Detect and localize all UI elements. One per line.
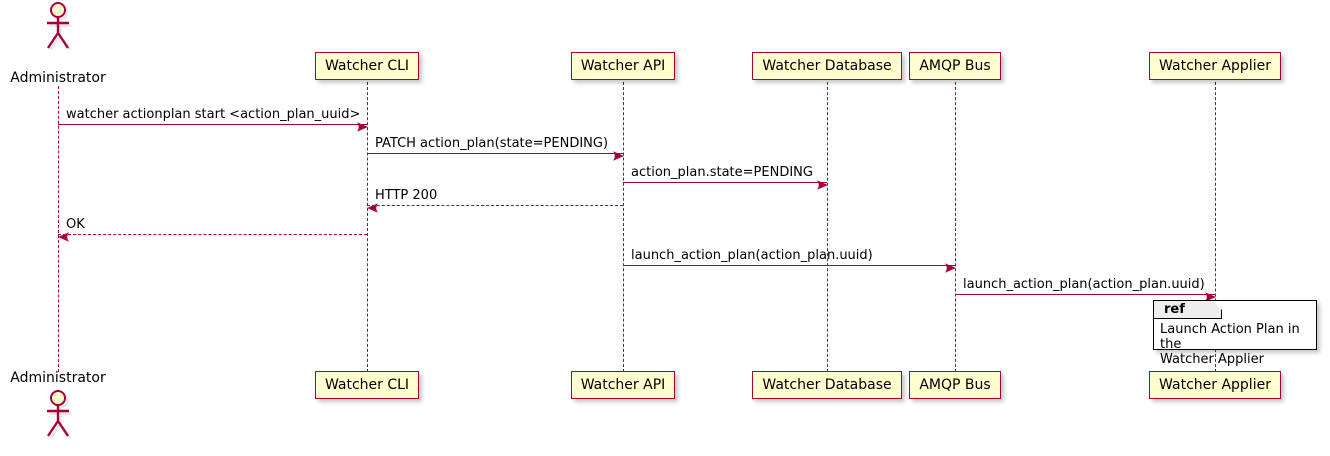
arrow-head: [1204, 288, 1216, 307]
message-line-1: [58, 124, 367, 125]
message-line-5: [58, 234, 367, 235]
actor-label-administrator-top: Administrator: [10, 70, 106, 86]
message-line-3: [623, 182, 827, 183]
participant-label: Watcher Database: [762, 377, 892, 393]
message-label-5: OK: [66, 217, 85, 232]
participant-label: AMQP Bus: [919, 377, 991, 393]
participant-box-amqp-bus-top[interactable]: AMQP Bus: [909, 52, 1001, 80]
participant-label: Watcher Applier: [1159, 58, 1271, 74]
participant-box-watcher-cli-bottom[interactable]: Watcher CLI: [314, 371, 420, 399]
arrow-head: [816, 176, 828, 195]
message-label-2: PATCH action_plan(state=PENDING): [375, 136, 609, 151]
ref-fragment-text: Launch Action Plan in the Watcher Applie…: [1160, 322, 1300, 367]
participant-label: Watcher CLI: [324, 377, 410, 393]
participant-label: Watcher API: [580, 58, 666, 74]
arrow-head: [356, 118, 368, 137]
message-line-4: [367, 205, 623, 206]
actor-figure-administrator-top: [43, 2, 73, 54]
message-line-7: [955, 294, 1215, 295]
message-line-2: [367, 153, 623, 154]
actor-label-administrator-bottom: Administrator: [10, 370, 106, 386]
participant-box-watcher-database-bottom[interactable]: Watcher Database: [752, 371, 902, 399]
participant-box-watcher-cli-top[interactable]: Watcher CLI: [314, 52, 420, 80]
participant-box-watcher-applier-top[interactable]: Watcher Applier: [1149, 52, 1281, 80]
participant-label: Watcher API: [580, 377, 666, 393]
arrow-head: [612, 147, 624, 166]
participant-box-watcher-database-top[interactable]: Watcher Database: [752, 52, 902, 80]
participant-box-watcher-api-top[interactable]: Watcher API: [570, 52, 676, 80]
actor-figure-administrator-bottom: [43, 390, 73, 442]
ref-fragment-tab: ref: [1154, 301, 1222, 319]
participant-label: Watcher Database: [762, 58, 892, 74]
arrow-head: [367, 199, 379, 218]
lifeline-watcher-api: [623, 82, 624, 372]
participant-label: Watcher CLI: [324, 58, 410, 74]
message-line-6: [623, 265, 955, 266]
message-label-4: HTTP 200: [375, 188, 438, 203]
lifeline-amqp-bus: [955, 82, 956, 372]
arrow-head: [58, 228, 70, 247]
message-label-7: launch_action_plan(action_plan.uuid): [963, 277, 1205, 292]
participant-box-amqp-bus-bottom[interactable]: AMQP Bus: [909, 371, 1001, 399]
participant-label: Watcher Applier: [1159, 377, 1271, 393]
lifeline-watcher-database: [827, 82, 828, 372]
lifeline-watcher-applier: [1215, 82, 1216, 372]
lifeline-administrator: [58, 86, 59, 372]
message-label-1: watcher actionplan start <action_plan_uu…: [66, 107, 361, 122]
arrow-head: [944, 259, 956, 278]
participant-box-watcher-api-bottom[interactable]: Watcher API: [570, 371, 676, 399]
lifeline-watcher-cli: [367, 82, 368, 372]
participant-label: AMQP Bus: [919, 58, 991, 74]
message-label-6: launch_action_plan(action_plan.uuid): [631, 248, 873, 263]
participant-box-watcher-applier-bottom[interactable]: Watcher Applier: [1149, 371, 1281, 399]
message-label-3: action_plan.state=PENDING: [631, 165, 813, 180]
